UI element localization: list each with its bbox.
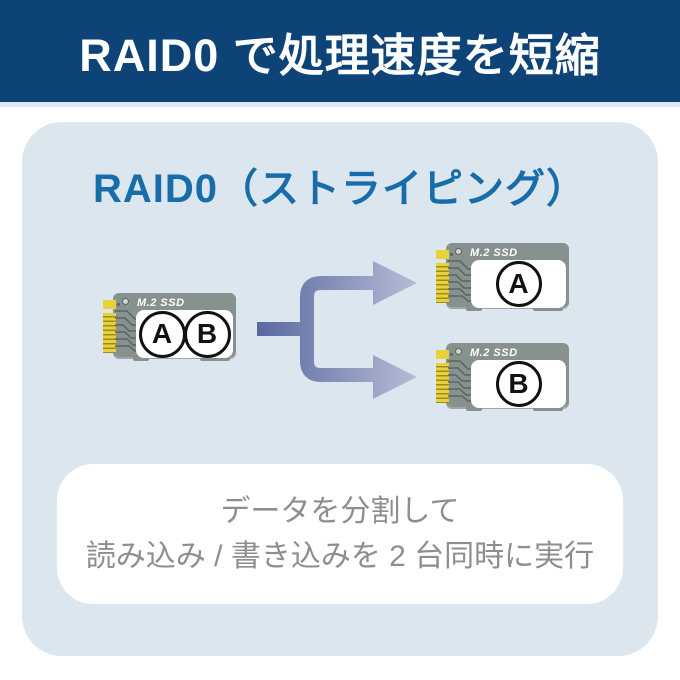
caption-line-1: データを分割して — [220, 495, 460, 528]
ssd-connector-pins — [436, 263, 449, 303]
ssd-tab — [466, 406, 482, 411]
ssd-tab — [533, 406, 563, 411]
split-arrow-icon — [257, 261, 417, 399]
ssd-tab — [466, 306, 482, 311]
diagram-title: RAID0（ストライピング） — [92, 167, 588, 211]
ssd-connector-pins — [436, 350, 449, 359]
ssd-connector-pins — [436, 363, 449, 403]
ssd-name-label: M.2 SSD — [470, 347, 518, 359]
data-block-a: A — [495, 261, 542, 307]
ssd-data-label: A — [471, 260, 566, 308]
target-ssd-a-card: M.2 SSD A — [436, 243, 569, 311]
ssd-dot — [117, 303, 120, 306]
source-ssd-card: M.2 SSD A B — [103, 293, 236, 361]
data-block-b: B — [183, 310, 231, 358]
ssd-connector-pins — [436, 250, 449, 259]
ssd-tab — [533, 306, 563, 311]
data-block-b: B — [495, 361, 542, 407]
ssd-dot — [450, 353, 453, 356]
screw-hole-icon — [122, 298, 129, 305]
header-title: RAID0 で処理速度を短縮 — [79, 29, 601, 81]
ssd-tab — [133, 356, 149, 361]
ssd-connector-pins — [103, 313, 116, 353]
ssd-tab — [200, 356, 230, 361]
caption-box: データを分割して 読み込み / 書き込みを 2 台同時に実行 — [57, 464, 623, 604]
target-ssd-b-card: M.2 SSD B — [436, 343, 569, 411]
caption-line-2: 読み込み / 書き込みを 2 台同時に実行 — [85, 540, 595, 573]
ssd-name-label: M.2 SSD — [137, 297, 185, 309]
header-banner: RAID0 で処理速度を短縮 — [0, 0, 680, 102]
ssd-name-label: M.2 SSD — [470, 247, 518, 259]
ssd-connector-pins — [103, 300, 116, 309]
screw-hole-icon — [455, 248, 462, 255]
screw-hole-icon — [455, 348, 462, 355]
header-underline — [0, 102, 680, 107]
ssd-data-label: A B — [136, 310, 233, 358]
data-block-a: A — [138, 310, 186, 358]
ssd-data-label: B — [471, 360, 566, 408]
ssd-dot — [450, 253, 453, 256]
